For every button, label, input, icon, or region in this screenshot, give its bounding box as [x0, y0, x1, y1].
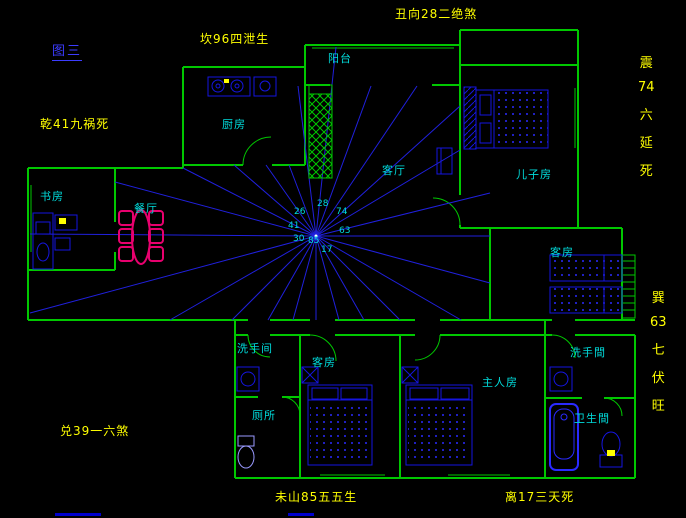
kitchen-sink	[253, 76, 277, 97]
room-label-kitchen: 厨房	[222, 118, 246, 131]
compass-number: 41	[288, 221, 299, 231]
tv	[436, 147, 453, 175]
bottom-strips	[55, 513, 314, 516]
annotation-xun-char: 63	[650, 315, 667, 330]
room-label-sons-room: 儿子房	[516, 168, 552, 181]
compass-number: 85	[308, 236, 319, 246]
annotation-zhen-char: 六	[639, 108, 653, 123]
sons-room-wardrobe	[463, 86, 477, 150]
room-label-living: 客厅	[382, 163, 406, 177]
annotation-zhen-char: 延	[639, 136, 653, 151]
annotation-chou: 丑向28二绝煞	[395, 7, 478, 21]
annotation-xun: 巽 63 七 伏 旺	[650, 287, 667, 414]
sink-left	[236, 366, 260, 392]
annotation-zhen-char: 震	[639, 56, 653, 71]
master-wardrobe	[401, 366, 419, 384]
compass-number: 17	[321, 245, 332, 255]
dining-set	[118, 209, 164, 265]
toilet-left	[237, 435, 255, 469]
walls	[27, 29, 636, 479]
annotation-qian: 乾41九祸死	[40, 117, 110, 131]
annotation-kan: 坎96四泄生	[200, 32, 270, 46]
annotation-zhen-char: 死	[639, 164, 653, 179]
sink-right	[549, 366, 573, 392]
room-labels: 阳台 厨房 书房 餐厅 客厅 儿子房 客房 洗手间 客房 主人房 洗手間 厕所 …	[40, 51, 610, 425]
compass-lines	[29, 46, 491, 321]
planter	[308, 84, 333, 179]
stove	[207, 76, 251, 97]
annotation-xun-char: 七	[651, 343, 665, 358]
room-label-dining: 餐厅	[134, 201, 158, 215]
closet-right	[621, 254, 636, 319]
room-label-study: 书房	[40, 190, 64, 203]
annotation-zhen: 震 74 六 延 死	[638, 52, 655, 179]
compass-number: 63	[339, 226, 350, 236]
room-label-toilet: 厕所	[252, 409, 276, 422]
room-label-master: 主人房	[482, 376, 518, 389]
toilet-right	[599, 431, 623, 468]
figure-link[interactable]: 图三	[52, 40, 83, 61]
annotation-xun-char: 巽	[651, 291, 665, 306]
annotation-li: 离17三天死	[505, 490, 575, 504]
study-desk	[32, 212, 78, 270]
room-label-washroom-right: 洗手間	[570, 345, 606, 359]
master-bed	[405, 384, 473, 466]
compass-number: 30	[293, 234, 305, 244]
guest-right-beds	[549, 254, 623, 314]
room-label-balcony: 阳台	[328, 51, 352, 65]
compass-center-point	[314, 234, 318, 238]
annotation-zhen-char: 74	[638, 80, 655, 95]
room-label-washroom-left: 洗手间	[237, 341, 273, 355]
compass-number: 74	[336, 207, 348, 217]
bathtub	[549, 403, 579, 471]
annotation-xun-char: 伏	[651, 371, 665, 386]
compass-number: 26	[294, 207, 306, 217]
door-arcs	[242, 136, 623, 417]
sons-room-bed	[475, 89, 549, 149]
guest-bottom-wardrobe	[301, 366, 319, 384]
compass-numbers: 26 28 74 41 63 30 85 17	[288, 199, 350, 255]
room-label-bathroom: 卫生間	[574, 411, 610, 425]
annotation-dui: 兑39一六煞	[60, 424, 130, 438]
guest-bottom-bed	[307, 384, 373, 466]
compass-number: 28	[317, 199, 329, 209]
annotation-xun-char: 旺	[651, 399, 665, 414]
room-label-guest-bottom: 客房	[312, 355, 336, 369]
room-label-guest-right: 客房	[550, 245, 574, 259]
annotation-weishan: 未山85五五生	[275, 490, 358, 504]
